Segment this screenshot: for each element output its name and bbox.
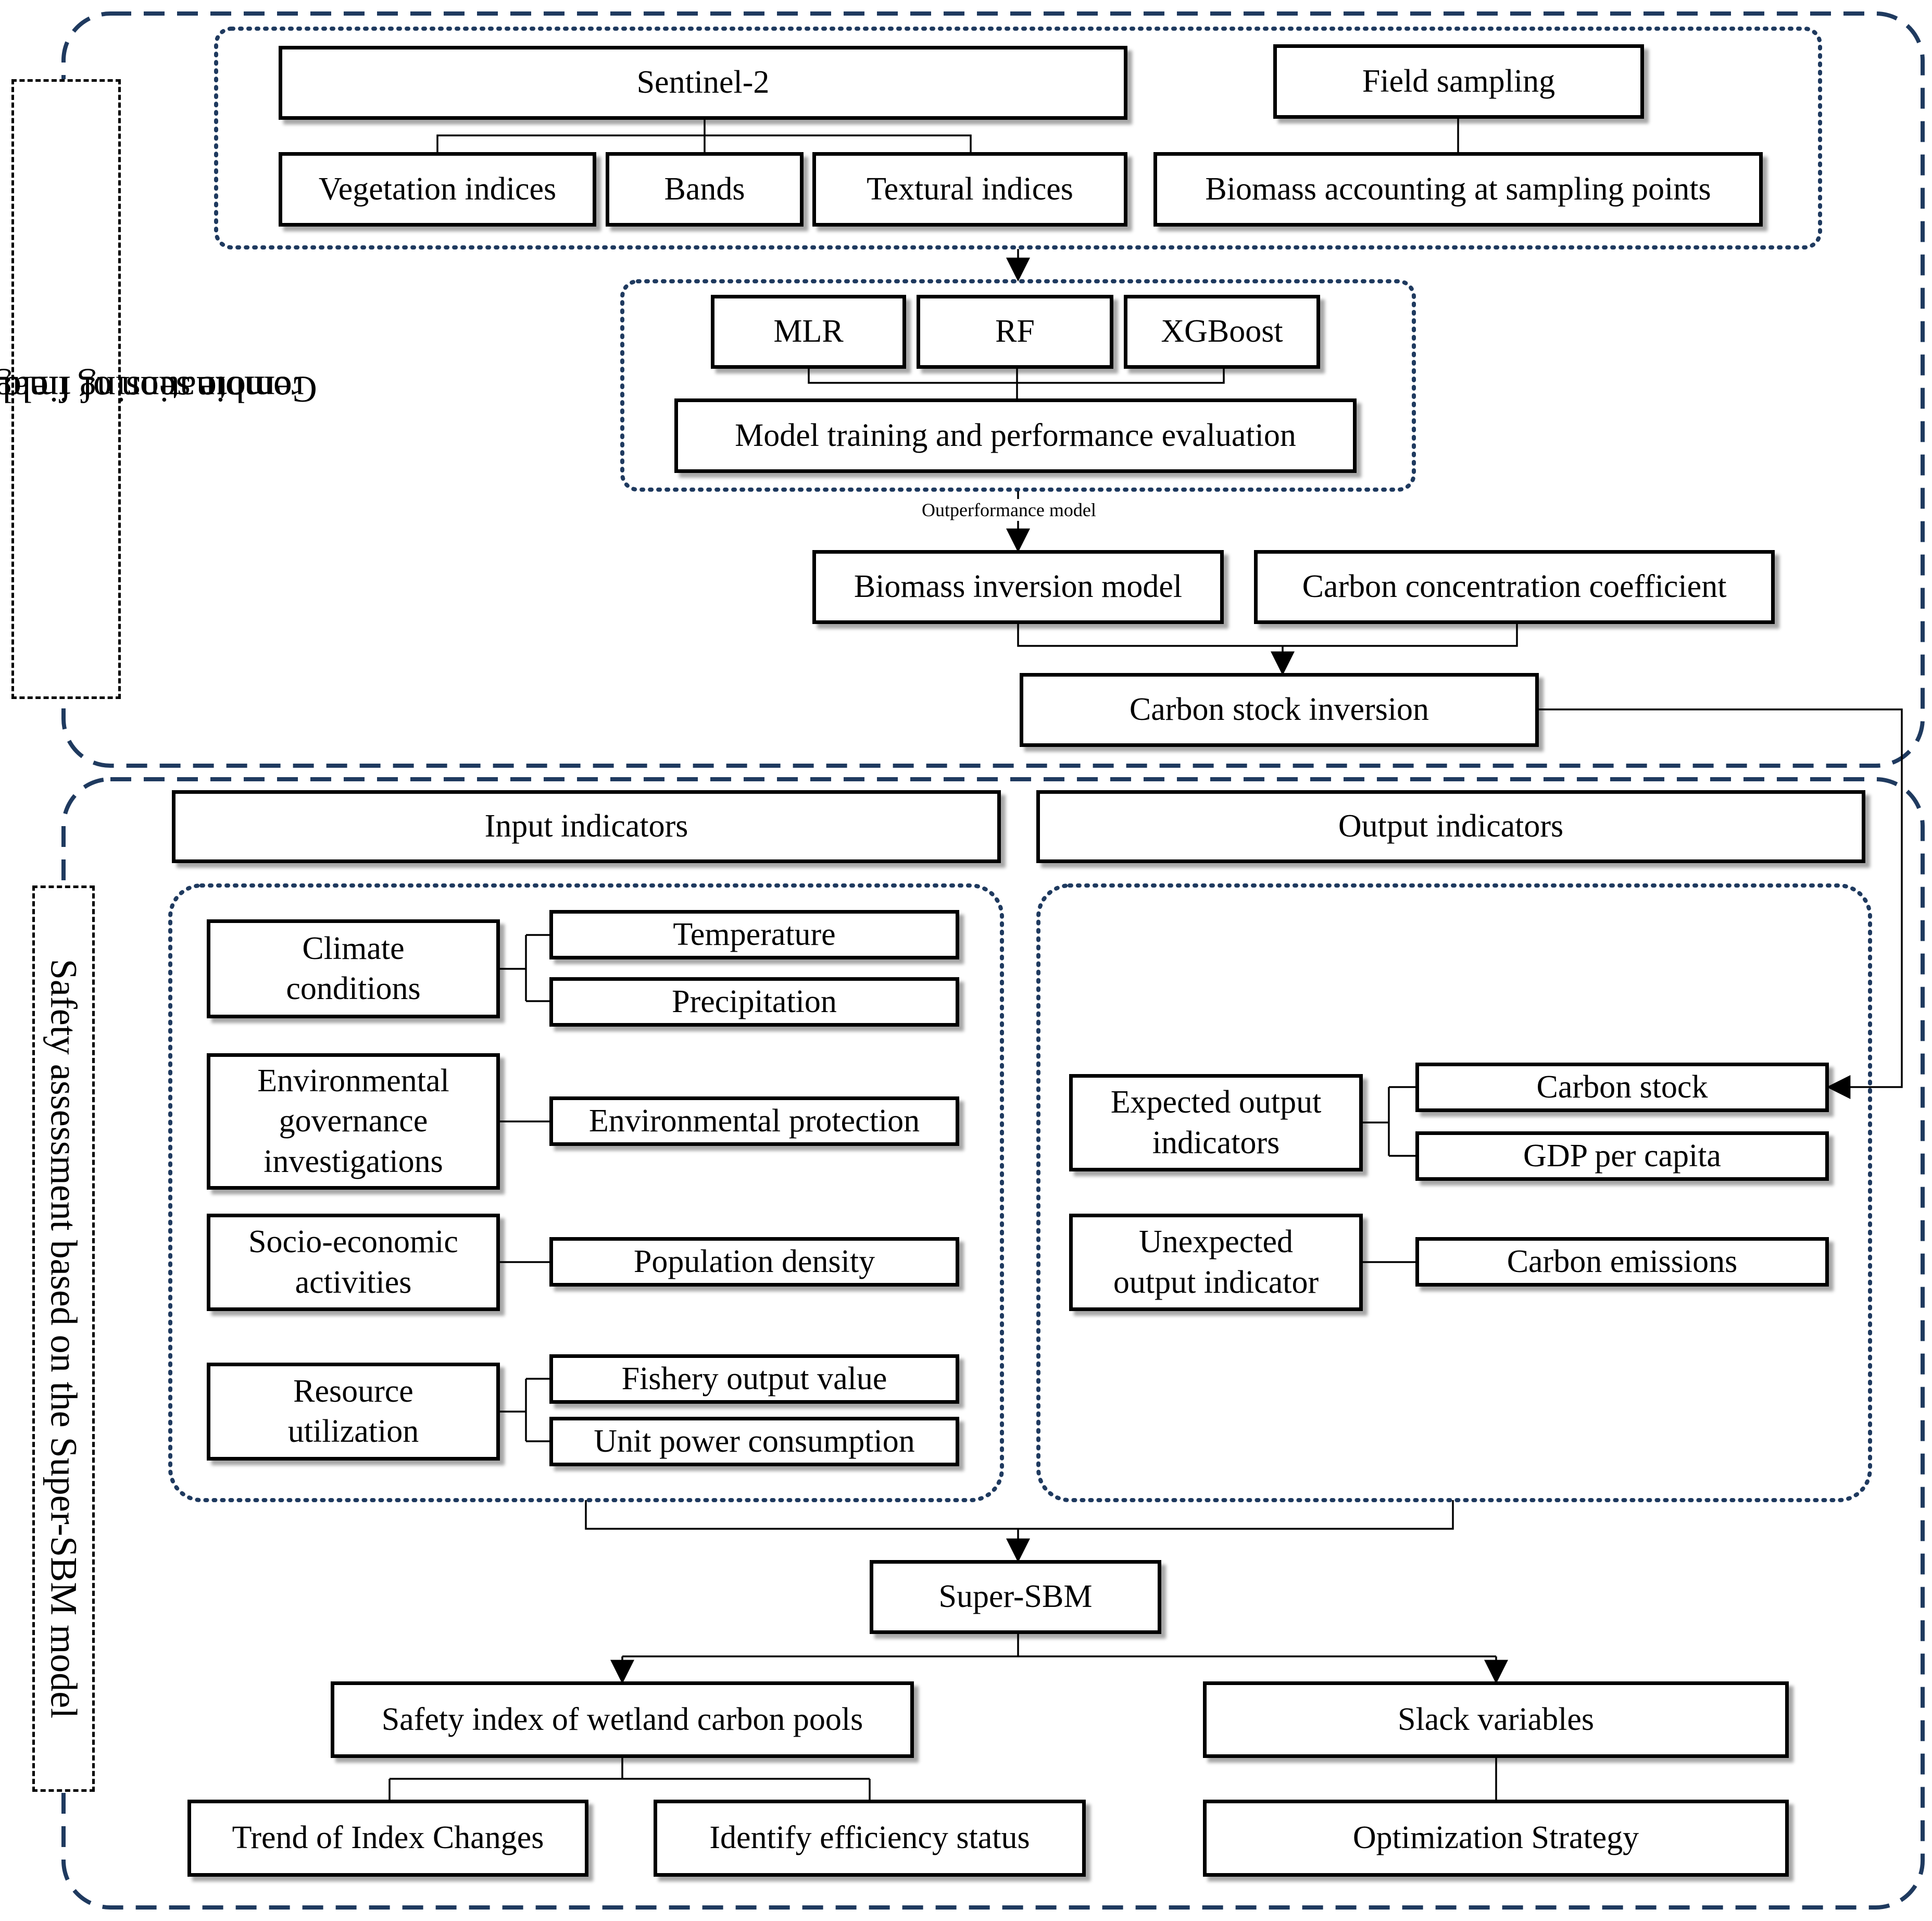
trend-of-index-changes-box: Trend of Index Changes: [187, 1800, 588, 1877]
input-group-frame: [168, 883, 1004, 1502]
fishery-output-box: Fishery output value: [549, 1354, 959, 1404]
sentinel-2-box: Sentinel-2: [279, 46, 1127, 120]
carbon-stock-box: Carbon stock: [1415, 1063, 1829, 1112]
temperature-box: Temperature: [549, 910, 959, 959]
mlr-box: MLR: [711, 295, 906, 369]
top-section-label-line-2: remote sensing image inversion: [0, 368, 304, 410]
bottom-section-label: Safety assessment based on the Super-SBM…: [32, 885, 95, 1792]
rf-box: RF: [917, 295, 1113, 369]
model-training-box: Model training and performance evaluatio…: [674, 398, 1357, 473]
slack-variables-box: Slack variables: [1203, 1681, 1789, 1758]
vegetation-indices-box: Vegetation indices: [279, 152, 596, 227]
gdp-per-capita-box: GDP per capita: [1415, 1131, 1829, 1181]
optimization-strategy-box: Optimization Strategy: [1203, 1800, 1789, 1877]
biomass-accounting-box: Biomass accounting at sampling points: [1153, 152, 1763, 227]
data-source-group-frame: [214, 27, 1822, 250]
bottom-section-label-text: Safety assessment based on the Super-SBM…: [43, 958, 85, 1719]
biomass-inversion-box: Biomass inversion model: [812, 550, 1224, 624]
carbon-concentration-box: Carbon concentration coefficient: [1254, 550, 1775, 624]
population-density-box: Population density: [549, 1237, 959, 1287]
bands-box: Bands: [606, 152, 804, 227]
outperformance-model-label: Outperformance model: [922, 499, 1096, 521]
top-section-label: Combination of field surveys andremote s…: [0, 79, 317, 699]
environmental-protection-box: Environmental protection: [549, 1096, 959, 1146]
textural-indices-box: Textural indices: [812, 152, 1127, 227]
identify-efficiency-status-box: Identify efficiency status: [654, 1800, 1086, 1877]
output-group-frame: [1036, 883, 1872, 1502]
carbon-emissions-box: Carbon emissions: [1415, 1237, 1829, 1287]
output-indicators-box: Output indicators: [1036, 790, 1865, 863]
precipitation-box: Precipitation: [549, 977, 959, 1027]
input-indicators-box: Input indicators: [172, 790, 1001, 863]
model-group-frame: [620, 279, 1416, 492]
unit-power-box: Unit power consumption: [549, 1417, 959, 1466]
carbon-stock-inversion-box: Carbon stock inversion: [1020, 673, 1539, 747]
safety-index-box: Safety index of wetland carbon pools: [331, 1681, 914, 1758]
xgboost-box: XGBoost: [1124, 295, 1320, 369]
field-sampling-box: Field sampling: [1273, 44, 1644, 119]
top-section-frame: [61, 11, 1925, 768]
super-sbm-box: Super-SBM: [870, 1560, 1161, 1634]
